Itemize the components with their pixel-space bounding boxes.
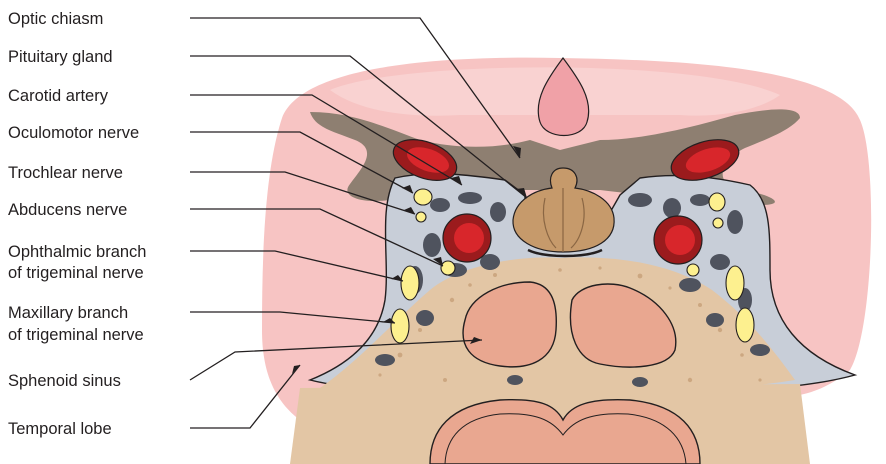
label-oculomotor-nerve: Oculomotor nerve [8, 124, 139, 142]
carotid-artery-lower-left [443, 214, 491, 262]
abducens-nerve-right [687, 264, 699, 276]
label-maxillary-branch-line2: of trigeminal nerve [8, 326, 144, 344]
label-sphenoid-sinus: Sphenoid sinus [8, 372, 121, 390]
label-carotid-artery: Carotid artery [8, 87, 109, 105]
carotid-artery-lower-right [654, 216, 702, 264]
maxillary-nerve-right [736, 308, 754, 342]
label-abducens-nerve: Abducens nerve [8, 201, 127, 219]
label-temporal-lobe: Temporal lobe [8, 420, 112, 438]
label-ophthalmic-branch: Ophthalmic branch [8, 243, 147, 261]
oculomotor-nerve-left [414, 189, 432, 205]
abducens-nerve-left [441, 261, 455, 275]
label-pituitary-gland: Pituitary gland [8, 48, 113, 66]
trochlear-nerve-left [416, 212, 426, 222]
label-maxillary-branch: Maxillary branch [8, 304, 128, 322]
ophthalmic-nerve-right [726, 266, 744, 300]
ophthalmic-nerve-left [401, 266, 419, 300]
oculomotor-nerve-right [709, 193, 725, 211]
trochlear-nerve-right [713, 218, 723, 228]
label-ophthalmic-branch-line2: of trigeminal nerve [8, 264, 144, 282]
maxillary-nerve-left [391, 309, 409, 343]
label-trochlear-nerve: Trochlear nerve [8, 164, 123, 182]
label-optic-chiasm: Optic chiasm [8, 10, 103, 28]
